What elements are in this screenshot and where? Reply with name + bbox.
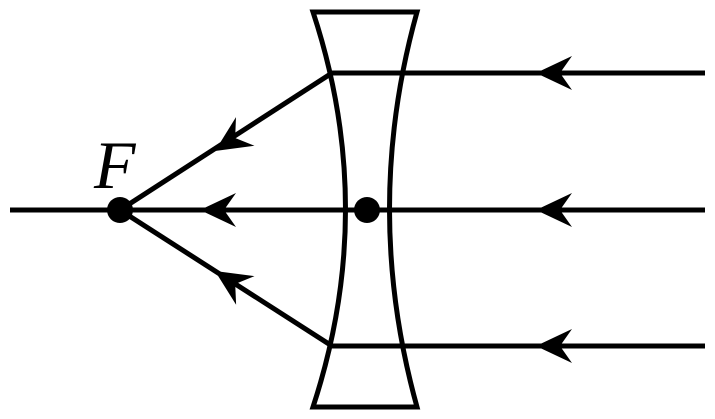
arrow-left-icon [536,329,572,363]
arrow-toward-focus-icon [215,117,255,151]
concave-lens [309,9,421,410]
arrow-left-icon [200,193,236,227]
focal-point-dot [107,197,133,223]
optical-center-dot [354,197,380,223]
focal-point-label: F [93,127,137,203]
arrow-toward-focus-icon [215,271,255,305]
arrow-left-icon [536,56,572,90]
arrow-left-icon [536,193,572,227]
